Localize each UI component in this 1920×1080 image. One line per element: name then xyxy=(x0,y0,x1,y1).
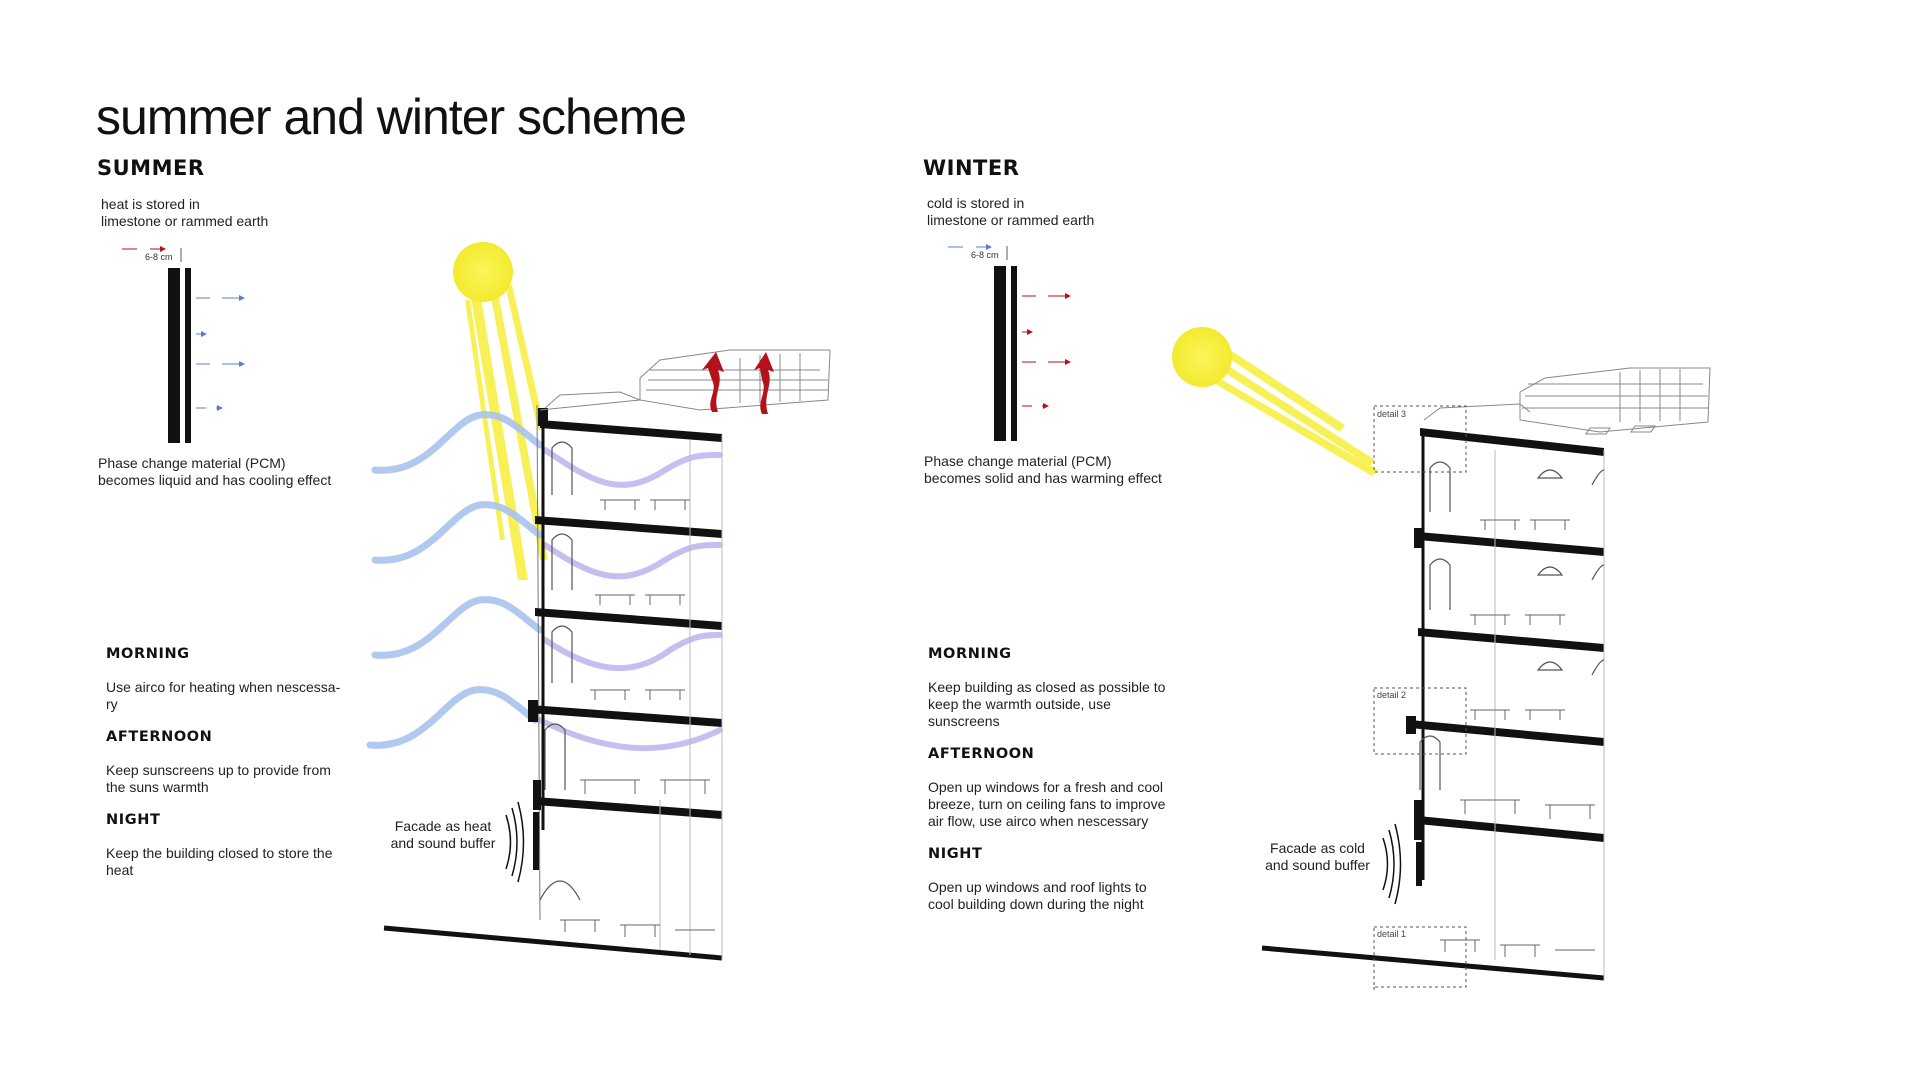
winter-night-text: Open up windows and roof lights to cool … xyxy=(928,879,1198,913)
winter-pcm-wall-detail xyxy=(948,244,1071,441)
winter-schedule: MORNING Keep building as closed as possi… xyxy=(928,646,1198,913)
summer-morning-text: Use airco for heating when nescessa- ry xyxy=(106,679,356,713)
winter-sound-buffer-icon xyxy=(1382,823,1402,905)
winter-heading: WINTER xyxy=(923,156,1020,180)
winter-storage-line2: limestone or rammed earth xyxy=(927,212,1095,228)
winter-floor-slab-2 xyxy=(1410,720,1604,746)
winter-building-section xyxy=(1261,367,1711,990)
summer-pcm-line1: Phase change material (PCM) xyxy=(98,455,286,471)
summer-morning-line1: Use airco for heating when nescessa- xyxy=(106,679,341,695)
summer-night-heading: NIGHT xyxy=(106,812,161,828)
summer-night-text: Keep the building closed to store the he… xyxy=(106,845,356,879)
detail-3-box xyxy=(1373,405,1467,473)
summer-wind-waves xyxy=(366,411,544,749)
summer-storage-line2: limestone or rammed earth xyxy=(101,213,269,229)
winter-wall-slab xyxy=(994,266,1006,441)
summer-sound-buffer-icon xyxy=(505,801,525,883)
summer-floor-slab-4 xyxy=(535,516,722,538)
winter-morning-line1: Keep building as closed as possible to xyxy=(928,679,1166,695)
summer-roof-slab xyxy=(540,420,722,442)
summer-building-section xyxy=(383,349,831,961)
summer-cool-arrows xyxy=(196,295,245,411)
winter-storage-line1: cold is stored in xyxy=(927,195,1025,211)
winter-ground-line xyxy=(1261,945,1605,981)
summer-night-line2: heat xyxy=(106,862,134,878)
winter-facade-label: Facade as cold and sound buffer xyxy=(1260,840,1375,874)
summer-facade-label: Facade as heat and sound buffer xyxy=(388,818,498,852)
winter-thickness-label: 6-8 cm xyxy=(971,250,999,260)
winter-roof-parapet xyxy=(1423,367,1711,435)
summer-schedule: MORNING Use airco for heating when nesce… xyxy=(106,646,356,879)
summer-storage-note: heat is stored in limestone or rammed ea… xyxy=(101,196,268,230)
summer-pcm-layer xyxy=(185,268,191,443)
winter-facade-line1: Facade as cold xyxy=(1270,840,1365,856)
summer-facade-line2: and sound buffer xyxy=(390,835,496,851)
winter-afternoon-line1: Open up windows for a fresh and cool xyxy=(928,779,1164,795)
winter-morning-text: Keep building as closed as possible to k… xyxy=(928,679,1198,730)
summer-heading: SUMMER xyxy=(97,156,205,180)
page-title: summer and winter scheme xyxy=(96,89,687,145)
detail-boxes xyxy=(1373,405,1467,990)
winter-sun-rays xyxy=(1200,340,1378,476)
winter-facade-line2: and sound buffer xyxy=(1265,857,1370,873)
summer-floor-slab-2 xyxy=(530,705,722,727)
summer-facade-line1: Facade as heat xyxy=(394,818,492,834)
detail-2-box xyxy=(1373,687,1467,755)
winter-floor-slab-3 xyxy=(1418,628,1604,652)
detail-1-label: detail 1 xyxy=(1377,929,1407,939)
detail-1-box xyxy=(1373,926,1467,988)
summer-floor-slab-3 xyxy=(535,608,722,630)
summer-storage-line1: heat is stored in xyxy=(101,196,200,212)
summer-wall-slab xyxy=(168,268,180,443)
winter-storage-note: cold is stored in limestone or rammed ea… xyxy=(927,195,1094,229)
winter-night-heading: NIGHT xyxy=(928,846,983,862)
summer-sun-icon xyxy=(453,242,513,302)
winter-afternoon-heading: AFTERNOON xyxy=(928,746,1035,762)
summer-ground-line xyxy=(383,925,723,961)
summer-pcm-note: Phase change material (PCM) becomes liqu… xyxy=(98,455,331,489)
winter-warm-arrows xyxy=(1022,293,1071,409)
summer-night-line1: Keep the building closed to store the xyxy=(106,845,333,861)
winter-floor-slab-4 xyxy=(1418,532,1604,556)
winter-morning-heading: MORNING xyxy=(928,646,1012,662)
summer-pcm-line2: becomes liquid and has cooling effect xyxy=(98,472,332,488)
winter-pcm-note: Phase change material (PCM) becomes soli… xyxy=(924,453,1162,487)
summer-pcm-wall-detail xyxy=(122,246,245,443)
winter-floor-slab-1 xyxy=(1418,816,1604,842)
summer-morning-heading: MORNING xyxy=(106,646,190,662)
summer-roof-parapet xyxy=(539,349,831,411)
winter-pcm-line2: becomes solid and has warming effect xyxy=(924,470,1162,486)
summer-heat-exhaust-arrows xyxy=(702,352,774,414)
winter-sun-icon xyxy=(1172,327,1232,387)
summer-afternoon-text: Keep sunscreens up to provide from the s… xyxy=(106,762,356,796)
winter-morning-line3: sunscreens xyxy=(928,713,1000,729)
winter-afternoon-text: Open up windows for a fresh and cool bre… xyxy=(928,779,1198,830)
winter-night-line2: cool building down during the night xyxy=(928,896,1144,912)
winter-afternoon-line3: air flow, use airco when nescessary xyxy=(928,813,1149,829)
winter-afternoon-line2: breeze, turn on ceiling fans to improve xyxy=(928,796,1166,812)
detail-2-label: detail 2 xyxy=(1377,690,1407,700)
summer-afternoon-line1: Keep sunscreens up to provide from xyxy=(106,762,331,778)
summer-afternoon-heading: AFTERNOON xyxy=(106,729,213,745)
summer-afternoon-line2: the suns warmth xyxy=(106,779,209,795)
winter-pcm-layer xyxy=(1011,266,1017,441)
winter-pcm-line1: Phase change material (PCM) xyxy=(924,453,1112,469)
winter-roof-slab xyxy=(1420,428,1604,456)
winter-morning-line2: keep the warmth outside, use xyxy=(928,696,1111,712)
summer-thickness-label: 6-8 cm xyxy=(145,252,173,262)
detail-3-label: detail 3 xyxy=(1377,409,1407,419)
summer-indoor-airflow xyxy=(537,447,723,752)
summer-floor-slab-1 xyxy=(535,797,722,819)
summer-morning-line2: ry xyxy=(106,696,118,712)
winter-night-line1: Open up windows and roof lights to xyxy=(928,879,1147,895)
